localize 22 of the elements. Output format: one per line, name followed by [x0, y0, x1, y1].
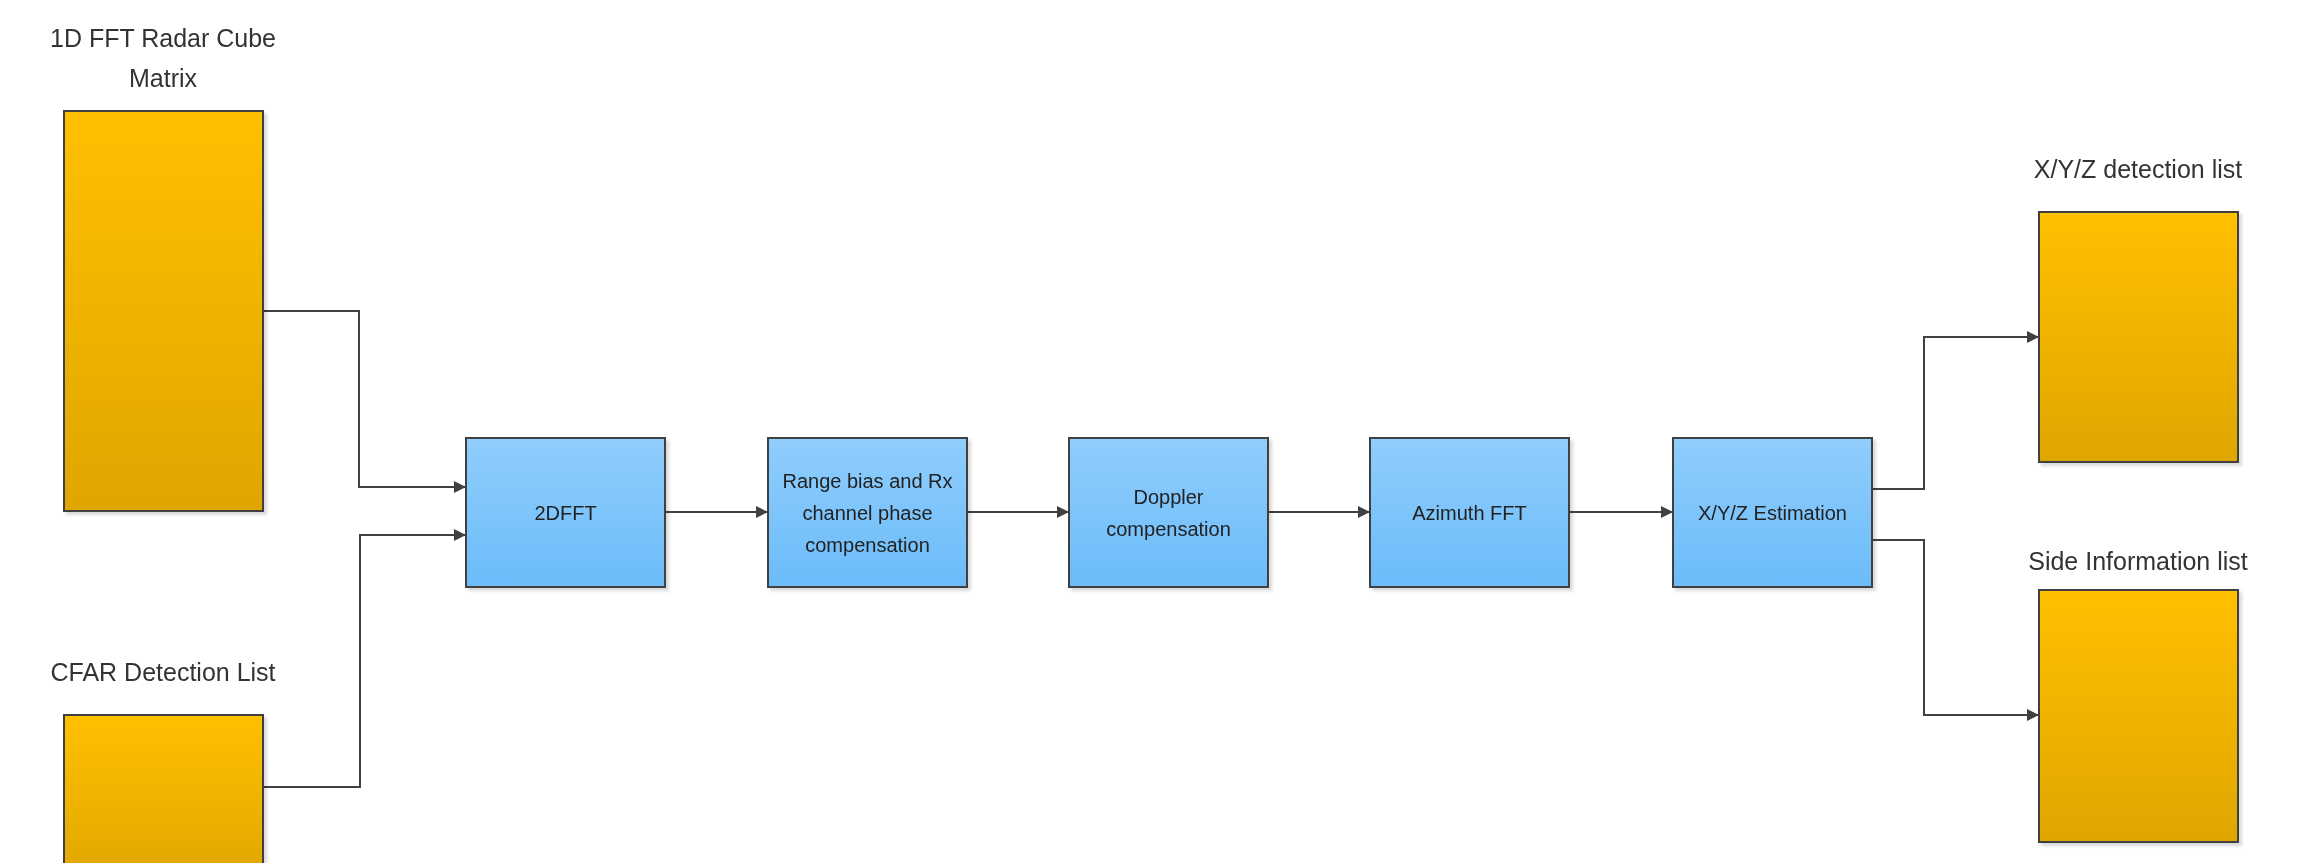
block-title: X/Y/Z detection list	[2032, 154, 2244, 185]
process-box	[1672, 437, 1873, 588]
block-title: 1D FFT Radar Cube Matrix	[49, 23, 277, 94]
arrow	[263, 529, 466, 788]
arrow	[967, 506, 1069, 518]
arrow	[665, 506, 768, 518]
block-title: CFAR Detection List	[49, 657, 277, 688]
process-box	[1369, 437, 1570, 588]
process-label: Azimuth FFT	[1412, 500, 1527, 526]
process-box	[1068, 437, 1269, 588]
process-label: Doppler compensation	[1105, 484, 1232, 542]
arrow	[1569, 506, 1673, 518]
process-label: 2DFFT	[534, 500, 597, 526]
process-box	[465, 437, 666, 588]
process-label: X/Y/Z Estimation	[1698, 500, 1847, 526]
arrow	[1268, 506, 1370, 518]
arrow	[263, 310, 466, 493]
arrow	[1872, 331, 2039, 490]
process-box	[767, 437, 968, 588]
block-title: Side Information list	[2027, 546, 2249, 577]
process-label: Range bias and Rx channel phase compensation	[781, 468, 954, 558]
arrow	[1872, 539, 2039, 721]
